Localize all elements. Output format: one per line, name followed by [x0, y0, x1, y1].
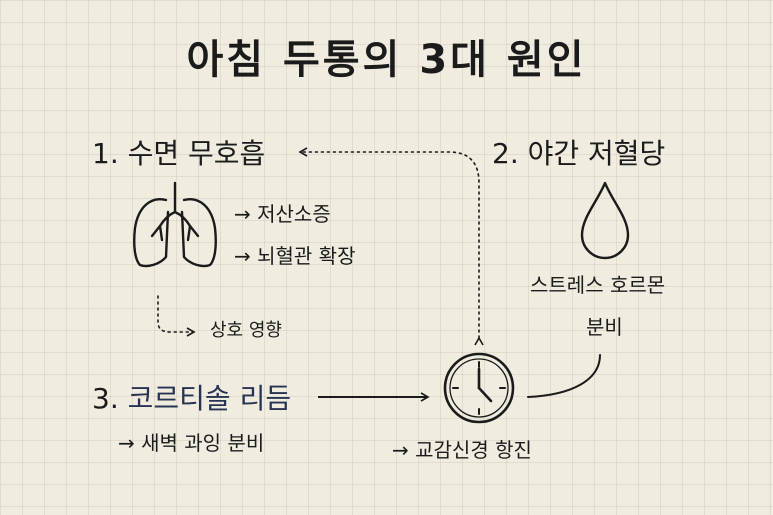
sympathetic-activation-note: → 교감신경 항진 — [392, 438, 532, 462]
cortisol-effect: → 새벽 과잉 분비 — [118, 431, 265, 455]
mutual-influence-connector — [157, 295, 196, 337]
water-drop-icon — [580, 181, 630, 260]
hypoglycemia-connector — [527, 354, 601, 398]
cause-hypoglycemia-label: 2. 야간 저혈당 — [492, 137, 666, 170]
apnea-feedback-connector — [298, 147, 484, 346]
cause-apnea-label: 1. 수면 무호흡 — [92, 137, 266, 170]
cause-cortisol-label: 3. 코르티솔 리듬 — [92, 385, 291, 413]
clock-icon — [443, 352, 515, 424]
hypoglycemia-effect-line1: 스트레스 호르몬 — [530, 273, 666, 297]
cortisol-label-number: 3. — [92, 382, 119, 415]
cortisol-label-text: 코르티솔 리듬 — [127, 382, 292, 415]
mutual-influence-note: 상호 영향 — [210, 320, 282, 341]
apnea-effect-hypoxemia: → 저산소증 — [234, 202, 331, 226]
diagram-title: 아침 두통의 3대 원인 — [186, 37, 587, 83]
apnea-effect-vasodilation: → 뇌혈관 확장 — [234, 244, 356, 268]
hypoglycemia-effect-line2: 분비 — [586, 315, 623, 339]
lungs-icon — [133, 181, 217, 268]
